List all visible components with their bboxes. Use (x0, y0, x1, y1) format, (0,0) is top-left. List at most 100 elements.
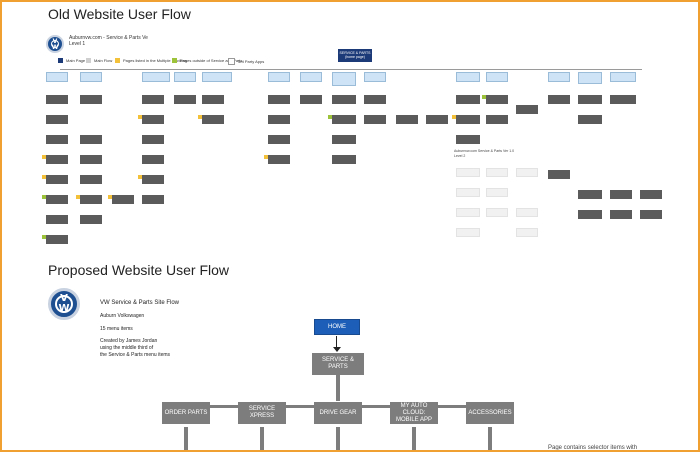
credit-line-2: using the middle third of (100, 345, 154, 351)
old-node (46, 115, 68, 124)
old-node (456, 135, 480, 144)
old-node-ghost (486, 188, 508, 197)
dealer-name: Auburn Volkswagen (100, 313, 145, 319)
old-node (142, 95, 164, 104)
old-node (80, 195, 102, 204)
category-stub (488, 427, 492, 450)
old-node (268, 95, 290, 104)
old-node (610, 72, 636, 82)
old-node (142, 135, 164, 144)
old-node (456, 72, 480, 82)
category-stub (184, 427, 188, 450)
category-order-parts: ORDER PARTS (162, 402, 210, 424)
old-node (142, 195, 164, 204)
old-node (80, 215, 102, 224)
old-node (142, 175, 164, 184)
old-node (80, 72, 102, 82)
old-node (610, 190, 632, 199)
home-arrow-shaft (336, 336, 337, 349)
old-level2-title: Auburnvw.com Service & Parts Ver 1.0 (454, 149, 515, 153)
old-node (516, 105, 538, 114)
old-node (640, 190, 662, 199)
old-node (202, 72, 232, 82)
old-node (46, 195, 68, 204)
old-level2-level: Level 2 (454, 154, 466, 158)
old-node-ghost (456, 168, 480, 177)
old-node (332, 155, 356, 164)
old-node (610, 95, 636, 104)
old-node (142, 115, 164, 124)
old-node (578, 210, 602, 219)
old-node (112, 195, 134, 204)
menu-count: 15 menu items (100, 326, 133, 332)
old-node (174, 72, 196, 82)
old-node (46, 95, 68, 104)
old-node (142, 72, 170, 82)
old-node-ghost (516, 168, 538, 177)
old-node (578, 115, 602, 124)
home-arrow-head-icon (333, 347, 341, 352)
hub-node: SERVICE & PARTS (312, 353, 364, 375)
old-node (46, 155, 68, 164)
old-node-ghost (456, 228, 480, 237)
old-node (548, 95, 570, 104)
old-node (46, 175, 68, 184)
old-node-ghost (516, 208, 538, 217)
old-node (46, 215, 68, 224)
old-node (332, 95, 356, 104)
old-node (202, 115, 224, 124)
old-site-name: Auburnvw.com - Service & Parts Ve (69, 35, 148, 41)
old-connector (60, 69, 642, 70)
old-home-sub: (home page) (345, 55, 365, 59)
old-node (80, 135, 102, 144)
old-node (174, 95, 196, 104)
old-node (578, 95, 602, 104)
old-node (268, 155, 290, 164)
legend-outside-pages: Pages outside of Service and Parts (172, 58, 242, 63)
old-node-ghost (486, 168, 508, 177)
old-node (80, 175, 102, 184)
legend-third-party: 3rd Party Apps (228, 58, 264, 65)
old-flow-title: Old Website User Flow (48, 6, 191, 22)
old-node (46, 235, 68, 244)
old-node (80, 155, 102, 164)
old-node (202, 95, 224, 104)
category-service-xpress: SERVICE XPRESS (238, 402, 286, 424)
old-node (142, 155, 164, 164)
old-node (46, 72, 68, 82)
vw-logo-icon: V W (46, 35, 64, 53)
old-node (268, 115, 290, 124)
old-node (300, 95, 322, 104)
category-stub (260, 427, 264, 450)
hub-connector (336, 375, 340, 401)
legend-main-flow: Main Flow (86, 58, 112, 63)
old-node (548, 72, 570, 82)
category-drive-gear: DRIVE GEAR (314, 402, 362, 424)
old-node (332, 72, 356, 86)
old-node (364, 115, 386, 124)
old-home-node: SERVICE & PARTS (home page) (338, 49, 372, 62)
old-node (640, 210, 662, 219)
category-stub (412, 427, 416, 450)
old-node-ghost (456, 188, 480, 197)
old-level: Level 1 (69, 41, 86, 47)
old-node (456, 115, 480, 124)
proposed-flow-title: Proposed Website User Flow (48, 262, 230, 278)
old-node (610, 210, 632, 219)
old-node (80, 95, 102, 104)
old-node (486, 115, 508, 124)
category-accessories: ACCESSORIES (466, 402, 514, 424)
home-node: HOME (314, 319, 360, 335)
flow-title: VW Service & Parts Site Flow (100, 300, 180, 306)
legend-multiple-sections: Pages listed in the Multiple Sections (115, 58, 187, 63)
category-stub (336, 427, 340, 450)
credit-line-3: the Service & Parts menu items (100, 352, 171, 358)
old-node (578, 190, 602, 199)
old-node (456, 95, 480, 104)
old-node (426, 115, 448, 124)
old-node (332, 115, 356, 124)
old-node (578, 72, 602, 84)
old-node (364, 72, 386, 82)
old-node (268, 72, 290, 82)
vw-logo-icon: V W (48, 288, 80, 320)
